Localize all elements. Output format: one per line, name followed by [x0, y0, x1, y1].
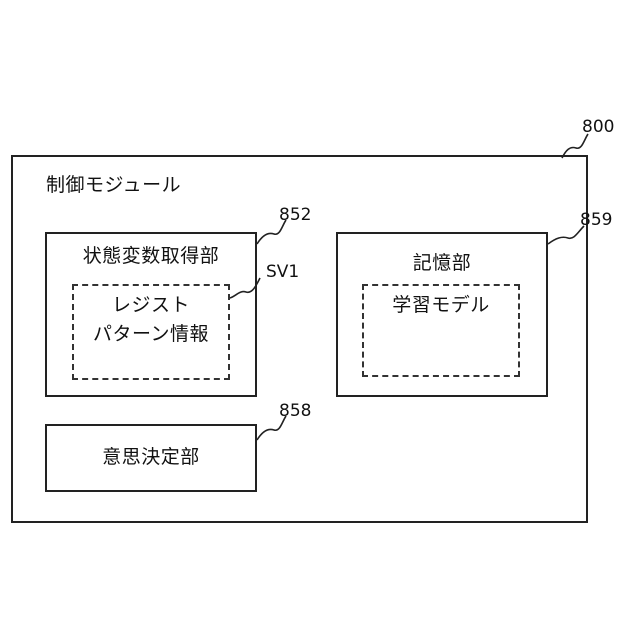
ref-852: 852 — [279, 207, 311, 224]
ref-800: 800 — [582, 119, 614, 136]
ref-859: 859 — [580, 212, 612, 229]
ref-858: 858 — [279, 403, 311, 420]
leader-sv1 — [230, 278, 260, 298]
leader-800 — [562, 134, 588, 158]
ref-sv1: SV1 — [266, 264, 299, 281]
leader-859 — [548, 226, 584, 244]
